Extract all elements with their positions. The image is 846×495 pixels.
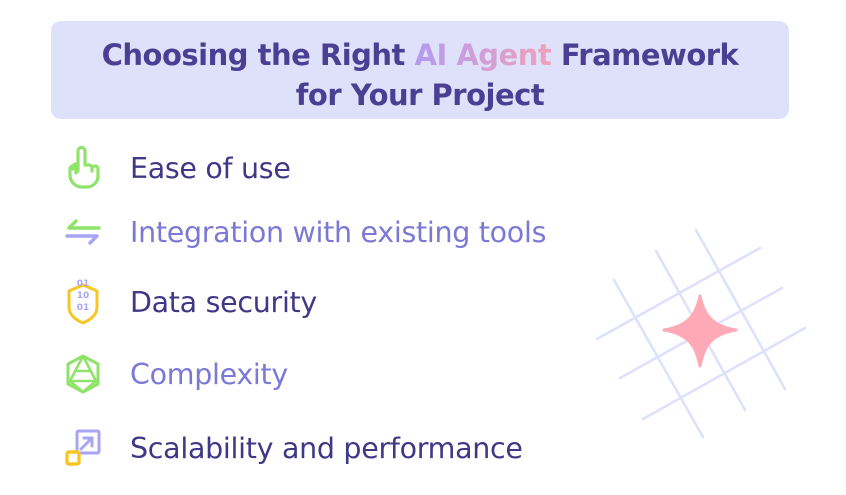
title-line-2: for Your Project xyxy=(295,78,545,112)
pointing-hand-icon xyxy=(60,145,106,191)
swap-arrows-icon xyxy=(60,209,106,255)
title-banner: Choosing the Right AI Agent Framework fo… xyxy=(51,21,789,119)
item-label: Ease of use xyxy=(130,151,291,185)
sparkle-star-icon xyxy=(662,294,738,368)
title-suffix: Framework xyxy=(551,38,739,72)
list-item-complexity: Complexity xyxy=(60,349,288,399)
list-item-data-security: 01 10 01 Data security xyxy=(60,277,317,327)
item-label: Integration with existing tools xyxy=(130,215,547,249)
item-label: Data security xyxy=(130,285,318,319)
item-label: Scalability and performance xyxy=(130,431,523,465)
list-item-ease-of-use: Ease of use xyxy=(60,143,291,193)
binary-shield-icon: 01 10 01 xyxy=(60,279,106,325)
svg-text:01: 01 xyxy=(77,279,90,289)
polyhedron-icon xyxy=(60,351,106,397)
list-item-scalability: Scalability and performance xyxy=(60,423,523,473)
title-prefix: Choosing the Right xyxy=(101,38,415,72)
list-item-integration: Integration with existing tools xyxy=(60,207,546,257)
page-title: Choosing the Right AI Agent Framework fo… xyxy=(51,35,789,115)
svg-text:10: 10 xyxy=(77,291,90,301)
title-accent: AI Agent xyxy=(414,38,552,72)
item-label: Complexity xyxy=(130,357,288,391)
svg-text:01: 01 xyxy=(77,303,90,313)
scale-expand-icon xyxy=(60,425,106,471)
